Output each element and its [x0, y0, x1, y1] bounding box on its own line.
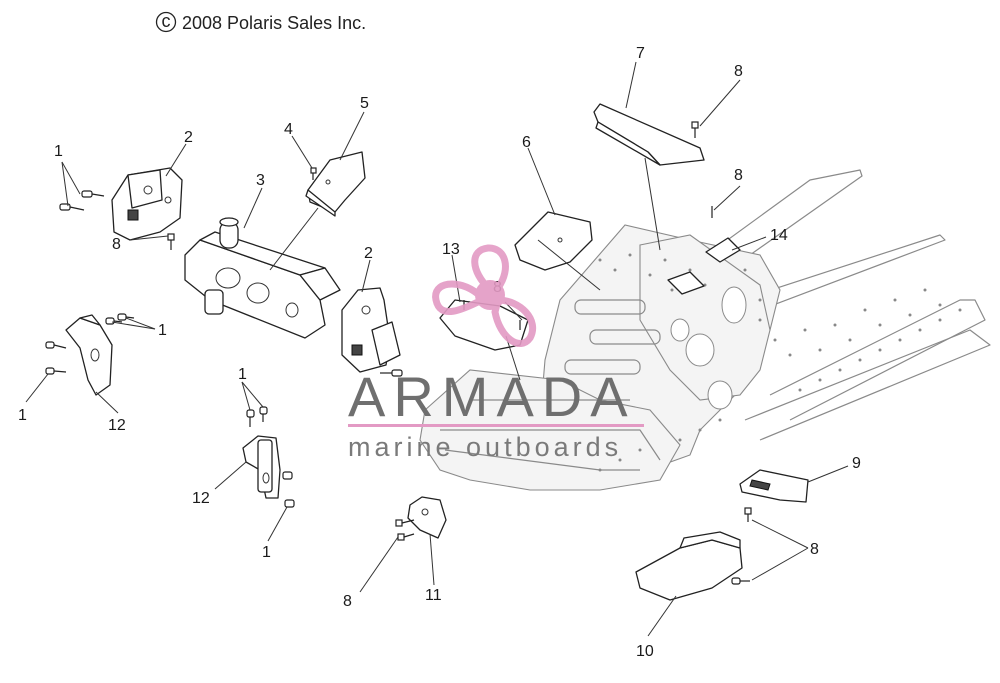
part-2-bracket-mid [341, 287, 401, 373]
callout-8: 8 [810, 541, 819, 558]
callout-10: 10 [636, 643, 654, 660]
callout-12: 12 [192, 490, 210, 507]
callout-8: 8 [112, 236, 121, 253]
propeller-logo [432, 244, 537, 347]
part-3-bulkhead [184, 217, 341, 339]
callout-1: 1 [18, 407, 27, 424]
callout-6: 6 [522, 134, 531, 151]
callout-11: 11 [425, 587, 442, 604]
callout-1: 1 [262, 544, 271, 561]
callout-2: 2 [364, 245, 373, 262]
part-2-bracket-top [111, 167, 183, 241]
callout-1: 1 [54, 143, 63, 160]
callout-7: 7 [636, 45, 645, 62]
callout-8: 8 [734, 63, 743, 80]
copyright-notice: c 2008 Polaris Sales Inc. [155, 11, 366, 33]
copyright-text: 2008 Polaris Sales Inc. [182, 13, 366, 33]
fasteners [45, 121, 752, 585]
callout-1: 1 [158, 322, 167, 339]
part-11-bracket [407, 496, 447, 539]
copyright-circle [155, 11, 177, 33]
callout-4: 4 [284, 121, 293, 138]
callout-8: 8 [343, 593, 352, 610]
watermark-brand: ARMADA [348, 365, 636, 428]
callout-2: 2 [184, 129, 193, 146]
callout-9: 9 [852, 455, 861, 472]
callout-14: 14 [770, 227, 788, 244]
callout-13: 13 [442, 241, 460, 258]
callout-12: 12 [108, 417, 126, 434]
copyright-symbol: c [162, 11, 171, 31]
part-7-rail-cover [593, 103, 705, 166]
part-5-shield [305, 151, 366, 217]
watermark-tagline: marine outboards [348, 432, 622, 462]
callout-1: 1 [238, 366, 247, 383]
chassis-frame [419, 169, 991, 491]
part-12-mount-left [65, 314, 113, 396]
callout-3: 3 [256, 172, 265, 189]
watermark-rule [348, 424, 644, 427]
watermark: ARMADA marine outboards [348, 244, 644, 462]
part-10-skid-plate [635, 531, 743, 601]
part-14-bracket [667, 237, 741, 295]
part-9-plate [739, 469, 809, 503]
callout-8: 8 [734, 167, 743, 184]
callout-5: 5 [360, 95, 369, 112]
callout-labels: 1 2 3 4 5 8 1 1 12 2 1 12 1 8 11 6 13 8 … [18, 45, 861, 660]
part-6-plate [514, 211, 593, 271]
part-12-mount-lower [242, 435, 281, 499]
leader-lines [25, 61, 849, 637]
